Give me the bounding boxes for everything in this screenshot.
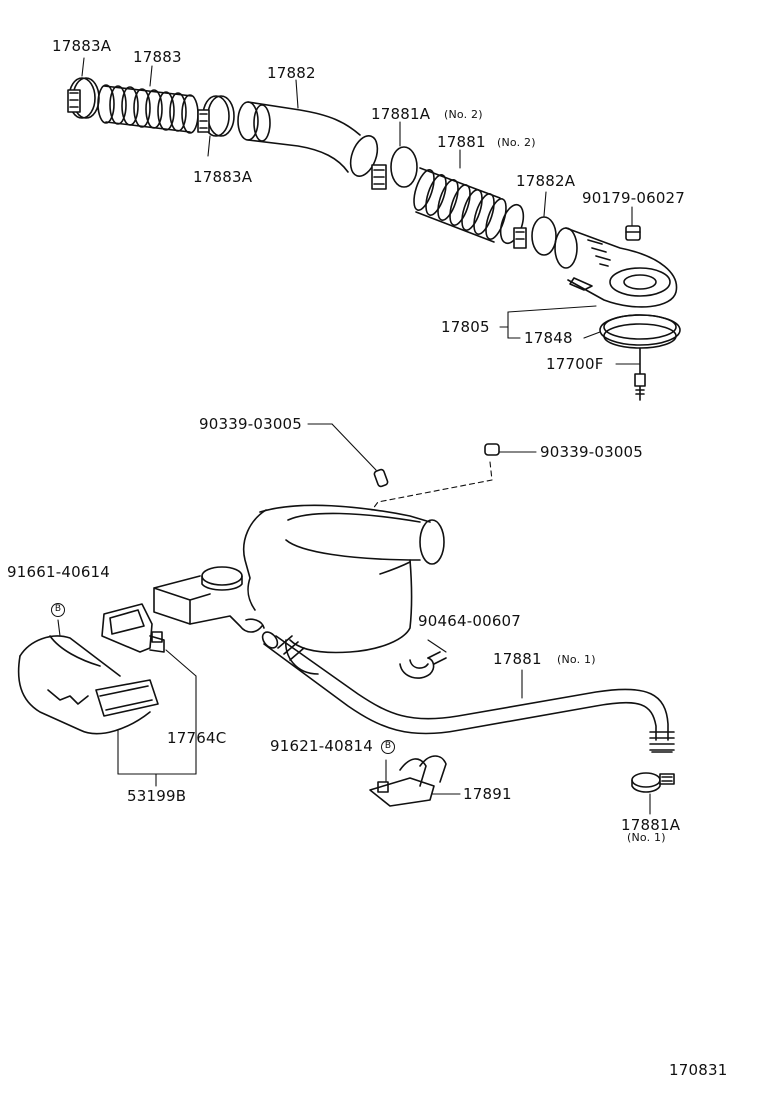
air-cleaner-cap-17805	[554, 227, 678, 308]
label-17881-no2: 17881	[437, 133, 486, 151]
label-17881-no1: 17881	[493, 650, 542, 668]
stud-17700F	[634, 347, 646, 401]
air-cleaner-body	[153, 504, 445, 675]
note-17881A-no1: (No. 1)	[627, 831, 666, 844]
cap-90339-right	[484, 443, 500, 456]
diagram-id: 170831	[669, 1061, 728, 1079]
label-91621-40814: 91621-40814	[270, 737, 374, 755]
label-17883A-bottom: 17883A	[193, 168, 253, 186]
hose-clamp-left	[67, 77, 100, 119]
air-duct-17882	[237, 101, 379, 177]
label-90339-left: 90339-03005	[199, 415, 303, 433]
label-17882: 17882	[267, 64, 316, 82]
duct-guide-53199B	[17, 619, 159, 735]
hose-17881-no1	[261, 631, 675, 753]
bellows-hose-17883	[97, 84, 199, 134]
label-90339-right: 90339-03005	[540, 443, 644, 461]
label-91661-40614: 91661-40614	[7, 563, 111, 581]
label-90464-00607: 90464-00607	[418, 612, 522, 630]
cap-90339-left	[373, 468, 389, 488]
hose-clamp-middle	[197, 95, 235, 137]
leader-lines-left	[117, 649, 197, 787]
bolt-marker-91661: B	[51, 603, 65, 617]
clamp-90464	[399, 639, 447, 679]
nut-90179	[625, 225, 641, 241]
bellows-hose-17881-no2	[413, 167, 525, 245]
label-17805: 17805	[441, 318, 490, 336]
label-17883: 17883	[133, 48, 182, 66]
seal-17764C	[101, 603, 165, 653]
label-17881A-no1: 17881A	[621, 816, 681, 834]
label-17764C: 17764C	[167, 729, 227, 747]
label-90179-06027: 90179-06027	[582, 189, 686, 207]
label-17848: 17848	[524, 329, 573, 347]
leader-lines-top	[81, 57, 641, 365]
label-17883A-top: 17883A	[52, 37, 112, 55]
bracket-17891	[369, 755, 461, 807]
leader-lines-caps	[307, 423, 537, 511]
note-17881-no1: (No. 1)	[557, 653, 596, 666]
note-17881A-no2: (No. 2)	[444, 108, 483, 121]
hose-clamp-17881A-no2	[371, 146, 418, 190]
bolt-marker-91621: B	[381, 740, 395, 754]
gasket-17848	[599, 314, 681, 349]
hose-clamp-17881A-no1	[631, 772, 675, 815]
label-17891: 17891	[463, 785, 512, 803]
hose-clamp-17882A	[513, 216, 557, 256]
note-17881-no2: (No. 2)	[497, 136, 536, 149]
label-17700F: 17700F	[546, 355, 604, 373]
label-53199B: 53199B	[127, 787, 187, 805]
label-17881A-no2: 17881A	[371, 105, 431, 123]
label-17882A: 17882A	[516, 172, 576, 190]
